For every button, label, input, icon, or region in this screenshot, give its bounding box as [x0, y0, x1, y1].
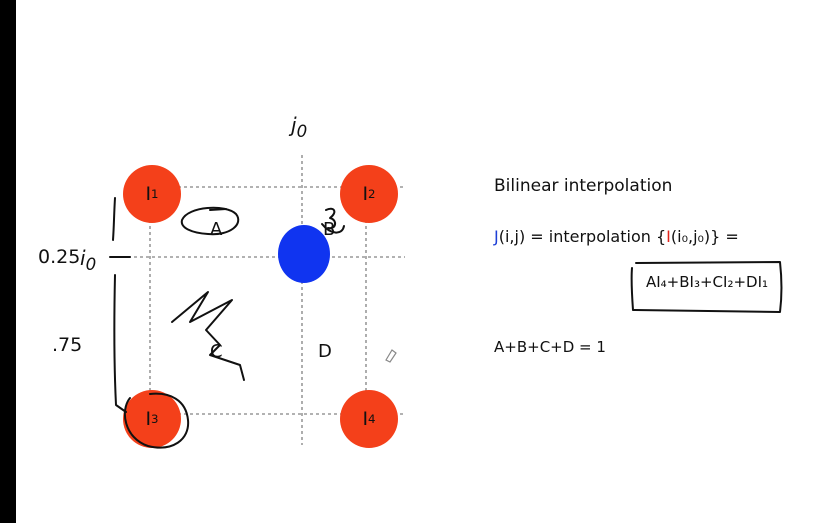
eq-rest: (i₀,j₀)} =: [670, 227, 739, 246]
eq-j-symbol: J: [494, 227, 499, 246]
axis-i0-label: i0: [80, 246, 97, 274]
eq-i-symbol: I: [666, 227, 671, 246]
interpolation-equation: J(i,j) = interpolation {I(i₀,j₀)} =: [494, 227, 739, 246]
bracket-lower: [113, 274, 127, 413]
left-black-bar: [0, 0, 16, 523]
handwritten-0-25: 0.25: [38, 246, 81, 268]
formula-box: AI₄+BI₃+CI₂+DI₁: [632, 258, 782, 312]
handwritten-box: [630, 261, 783, 313]
axis-j0-label: j0: [291, 113, 308, 141]
handwritten-scribble-b: [321, 207, 345, 234]
handwritten-0-75: .75: [52, 334, 83, 356]
pencil-icon: [385, 349, 397, 363]
formula-text: AI₄+BI₃+CI₂+DI₁: [645, 273, 769, 291]
sum-equation: A+B+C+D = 1: [494, 338, 606, 356]
panel-title: Bilinear interpolation: [494, 176, 673, 196]
interpolated-point: [278, 225, 330, 283]
bracket-upper: [112, 197, 116, 241]
handwritten-zigzag-c: [171, 291, 245, 381]
handwritten-circle-i3: [123, 392, 190, 449]
handwritten-circle-a: [180, 206, 240, 236]
handwritten-dash-a: [209, 208, 227, 211]
eq-lhs: (i,j) = interpolation {: [498, 227, 667, 246]
region-d-label: D: [318, 341, 332, 362]
